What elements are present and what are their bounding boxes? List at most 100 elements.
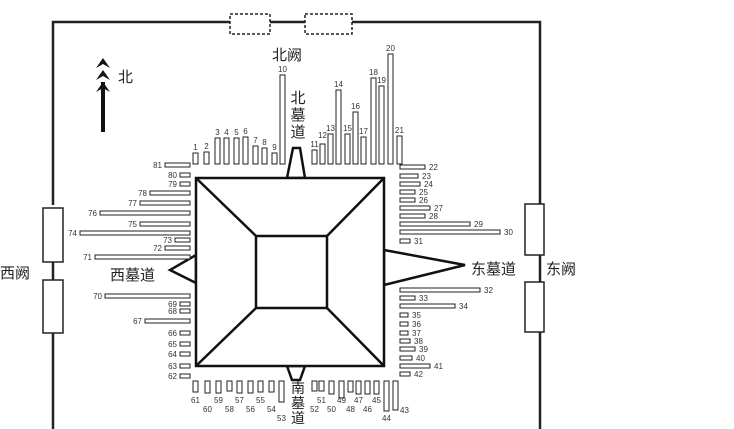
pit-label: 19 [377, 76, 386, 85]
south-ramp [285, 364, 307, 382]
pit-14 [335, 89, 342, 165]
pit-label: 26 [419, 196, 428, 205]
pit-1 [192, 152, 199, 165]
pit-label: 55 [256, 396, 265, 405]
pit-68 [179, 308, 191, 314]
pit-7 [252, 145, 259, 165]
pit-label: 32 [484, 286, 493, 295]
pit-label: 34 [459, 302, 468, 311]
pit-label: 33 [419, 294, 428, 303]
pit-45 [373, 380, 380, 395]
pit-49 [338, 380, 345, 399]
pit-label: 73 [163, 236, 172, 245]
pit-2 [203, 151, 210, 165]
pit-label: 70 [93, 292, 102, 301]
east-que-lower [524, 281, 545, 333]
east-que-upper [524, 203, 545, 256]
pit-31 [399, 238, 411, 244]
pit-62 [179, 373, 191, 379]
pit-label: 59 [214, 396, 223, 405]
west-que-upper [42, 207, 64, 263]
pit-22 [399, 164, 426, 170]
west-que-lower [42, 279, 64, 334]
pit-63 [179, 363, 191, 369]
pit-29 [399, 221, 471, 227]
pit-42 [399, 371, 411, 377]
pit-label: 79 [168, 180, 177, 189]
pit-5 [233, 137, 240, 165]
pit-label: 58 [225, 405, 234, 414]
north-que-right [304, 13, 353, 35]
pit-23 [399, 173, 419, 179]
pit-19 [378, 85, 385, 165]
pit-label: 53 [277, 414, 286, 423]
pit-label: 28 [429, 212, 438, 221]
pit-43 [392, 380, 399, 411]
pit-15 [344, 133, 351, 165]
pit-label: 35 [412, 311, 421, 320]
south-path-label: 南墓道 [291, 381, 305, 427]
pit-55 [257, 380, 264, 393]
pit-label: 44 [382, 414, 391, 423]
pit-6 [242, 136, 249, 165]
pit-label: 36 [412, 320, 421, 329]
pit-80 [179, 172, 191, 178]
pit-67 [144, 318, 191, 324]
pit-54 [268, 380, 275, 393]
mound-inner [254, 234, 329, 310]
pit-51 [318, 380, 325, 392]
east-ramp [382, 248, 466, 287]
pit-label: 62 [168, 372, 177, 381]
pit-34 [399, 303, 456, 309]
pit-label: 71 [83, 253, 92, 262]
pit-52 [311, 380, 318, 392]
pit-label: 80 [168, 171, 177, 180]
pit-label: 12 [318, 131, 327, 140]
west-que-label: 西阙 [0, 264, 30, 282]
pit-label: 16 [351, 102, 360, 111]
pit-label: 52 [310, 405, 319, 414]
pit-label: 13 [326, 124, 335, 133]
pit-13 [327, 133, 334, 165]
pit-75 [139, 221, 191, 227]
pit-label: 51 [317, 396, 326, 405]
pit-label: 60 [203, 405, 212, 414]
pit-label: 49 [337, 396, 346, 405]
pit-48 [347, 380, 354, 393]
pit-69 [179, 301, 191, 307]
pit-11 [311, 149, 318, 165]
pit-label: 8 [262, 138, 267, 147]
pit-61 [192, 380, 199, 393]
pit-39 [399, 346, 416, 352]
north-que-label: 北阙 [272, 46, 302, 64]
pit-77 [139, 200, 191, 206]
pit-36 [399, 321, 409, 327]
pit-53 [278, 380, 285, 403]
pit-label: 56 [246, 405, 255, 414]
pit-label: 31 [414, 237, 423, 246]
pit-8 [261, 147, 268, 165]
east-que-label: 东阙 [546, 260, 576, 278]
pit-label: 65 [168, 340, 177, 349]
pit-37 [399, 330, 409, 336]
pit-76 [99, 210, 191, 216]
pit-label: 76 [88, 209, 97, 218]
pit-40 [399, 355, 413, 361]
pit-20 [387, 53, 394, 165]
pit-label: 45 [372, 396, 381, 405]
pit-label: 1 [193, 143, 198, 152]
north-que-left [229, 13, 271, 35]
pit-label: 18 [369, 68, 378, 77]
pit-32 [399, 287, 481, 293]
pit-4 [223, 137, 230, 165]
pit-9 [271, 152, 278, 165]
pit-label: 68 [168, 307, 177, 316]
pit-label: 22 [429, 163, 438, 172]
pit-label: 41 [434, 362, 443, 371]
pit-label: 40 [416, 354, 425, 363]
pit-label: 75 [128, 220, 137, 229]
pit-64 [179, 351, 191, 357]
pit-label: 24 [424, 180, 433, 189]
